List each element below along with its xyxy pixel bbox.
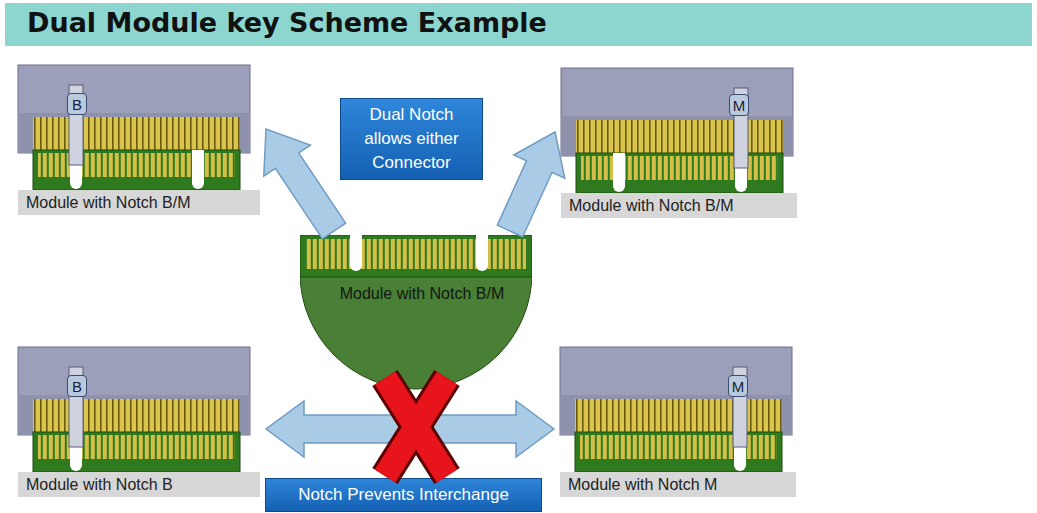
title-band: Dual Module key Scheme Example bbox=[5, 3, 1032, 46]
module-card: Module with Notch B/M bbox=[300, 235, 544, 390]
key-label: B bbox=[67, 93, 87, 115]
block-arrow bbox=[497, 132, 565, 237]
connector-assembly: Module with Notch M M bbox=[560, 347, 796, 497]
key-label: M bbox=[728, 375, 748, 397]
connector-assembly: Module with Notch B/M B bbox=[18, 65, 260, 215]
node-label: Module with Notch B bbox=[18, 472, 260, 497]
diagram-title: Dual Module key Scheme Example bbox=[27, 7, 547, 38]
node-label: Notch Prevents Interchange bbox=[298, 483, 509, 507]
key-label: M bbox=[729, 94, 749, 116]
key-letter: M bbox=[732, 378, 745, 395]
block-arrow bbox=[264, 129, 346, 239]
callout-box: Dual Notch allows either Connector bbox=[340, 98, 483, 180]
node-label: Module with Notch B/M bbox=[300, 285, 544, 303]
key-letter: B bbox=[72, 378, 82, 395]
connector-assembly: Module with Notch B B bbox=[18, 347, 260, 497]
node-label: Module with Notch B/M bbox=[18, 190, 260, 215]
node-label: Module with Notch B/M bbox=[561, 193, 797, 218]
connector-assembly: Module with Notch B/M M bbox=[561, 68, 797, 218]
node-label: Dual Notch allows either Connector bbox=[351, 103, 472, 175]
module-outline bbox=[300, 235, 532, 390]
key-label: B bbox=[67, 375, 87, 397]
key-letter: M bbox=[733, 97, 746, 114]
callout-box: Notch Prevents Interchange bbox=[265, 478, 542, 512]
node-label: Module with Notch M bbox=[560, 472, 796, 497]
key-letter: B bbox=[72, 96, 82, 113]
